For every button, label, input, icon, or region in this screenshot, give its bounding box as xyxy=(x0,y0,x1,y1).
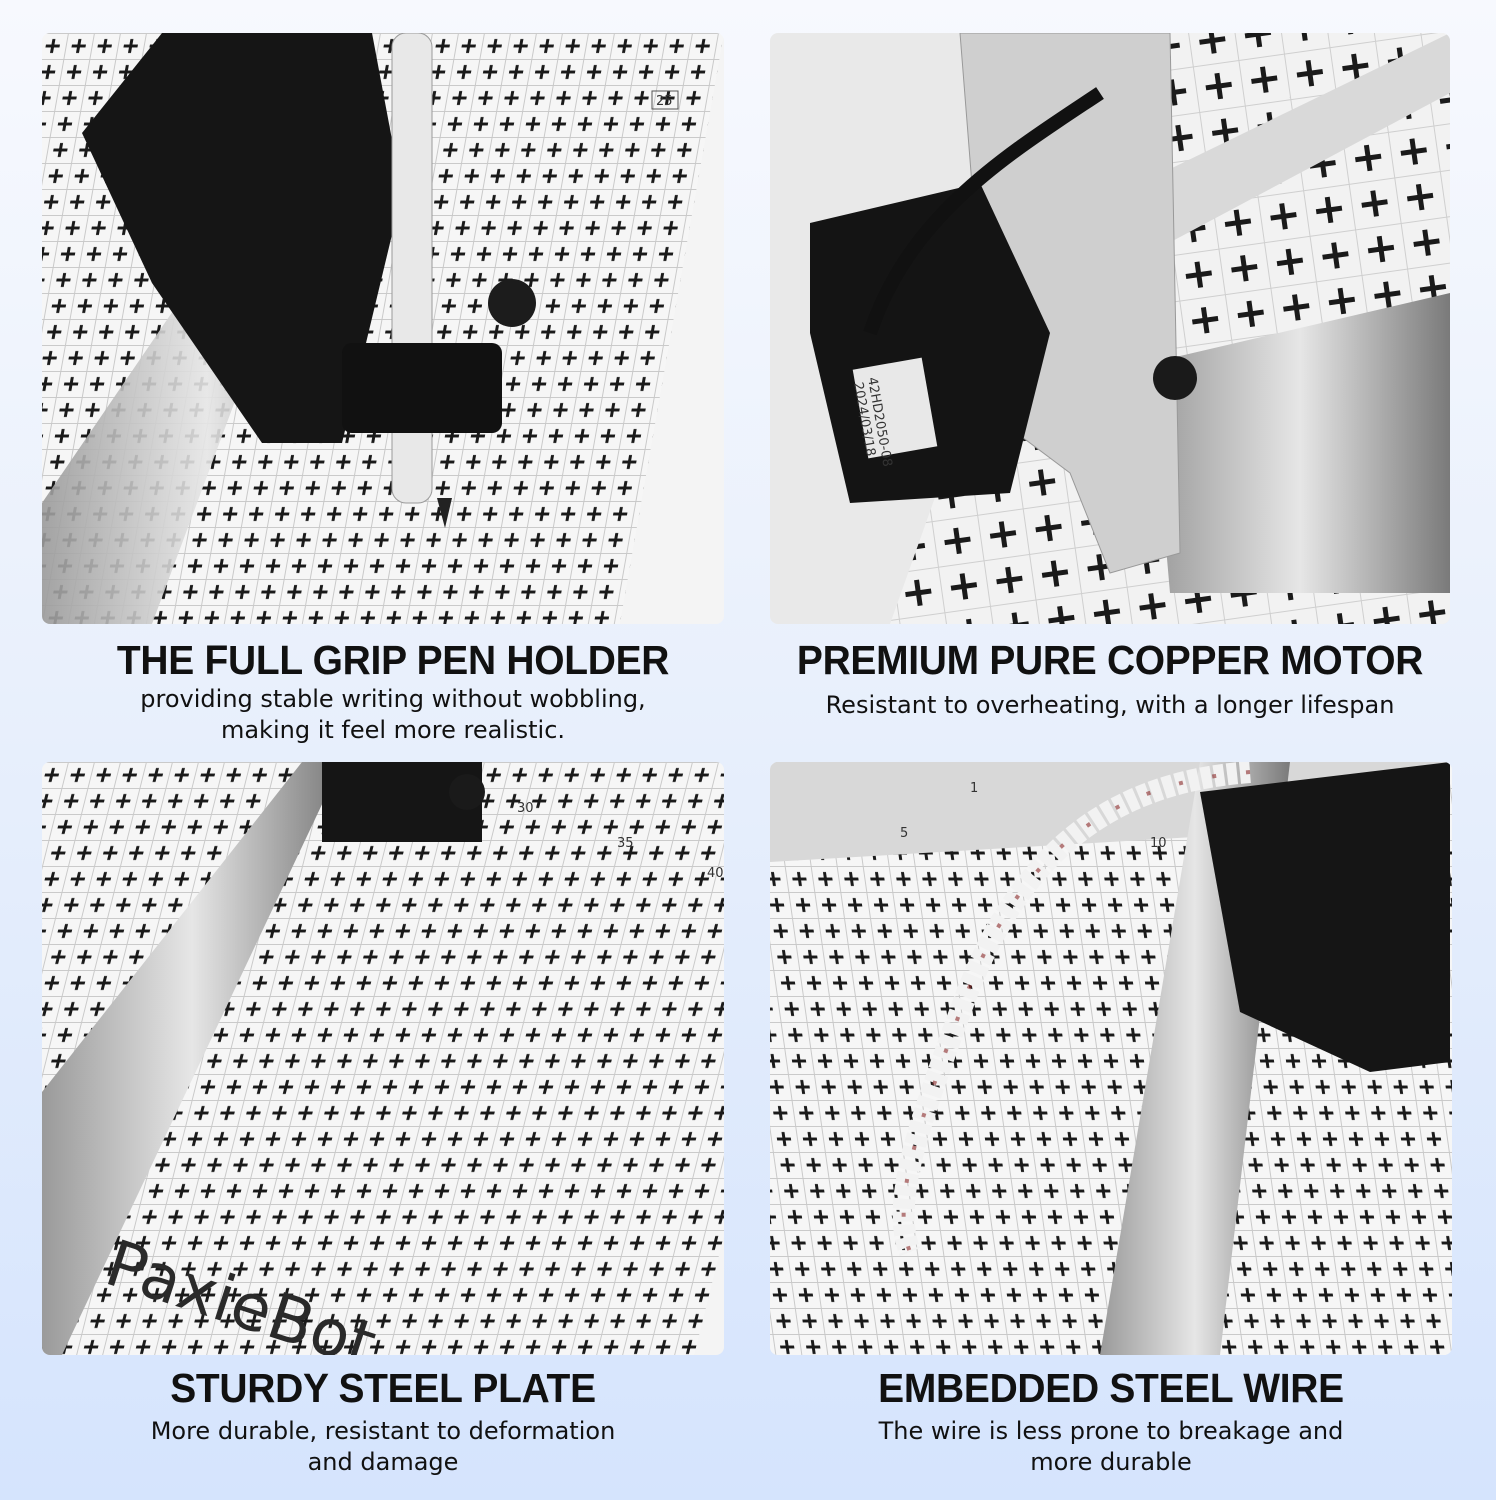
feature-description: More durable, resistant to deformation xyxy=(150,1417,616,1445)
grid-label: 1 xyxy=(970,781,978,796)
feature-description: Resistant to overheating, with a longer … xyxy=(825,691,1395,719)
pen-carriage xyxy=(82,33,402,443)
grid-label: 30 xyxy=(517,801,534,816)
photo-steel-plate: 30 35 40 PaxieBot xyxy=(42,762,724,1355)
feature-description: The wire is less prone to breakage and xyxy=(878,1417,1344,1445)
pen-carriage xyxy=(1200,762,1450,1072)
grid-label: 40 xyxy=(707,866,724,881)
timing-belt xyxy=(863,87,1104,336)
feature-description: and damage xyxy=(307,1448,459,1476)
feature-caption-2: PREMIUM PURE COPPER MOTOR Resistant to o… xyxy=(740,636,1480,721)
feature-description: more durable xyxy=(1030,1448,1192,1476)
feature-title: THE FULL GRIP PEN HOLDER xyxy=(116,637,670,683)
grid-label: 25 xyxy=(656,94,673,109)
aluminum-rail xyxy=(1150,293,1450,593)
feature-title: STURDY STEEL PLATE xyxy=(170,1365,596,1411)
feature-caption-3: STURDY STEEL PLATE More durable, resista… xyxy=(42,1364,724,1478)
feature-description: making it feel more realistic. xyxy=(220,716,566,744)
aluminum-rail xyxy=(42,762,342,1355)
grid-label: 5 xyxy=(900,826,908,841)
grid-label: 10 xyxy=(1150,836,1167,851)
feature-caption-1: THE FULL GRIP PEN HOLDER providing stabl… xyxy=(42,636,744,746)
pen-clamp xyxy=(342,343,502,433)
feature-caption-4: EMBEDDED STEEL WIRE The wire is less pro… xyxy=(770,1364,1452,1478)
feature-description: providing stable writing without wobblin… xyxy=(140,685,646,713)
photo-steel-wire: 1 5 10 xyxy=(770,762,1452,1355)
grid-label: 35 xyxy=(617,836,634,851)
photo-pen-holder: 25 xyxy=(42,33,724,624)
feature-title: EMBEDDED STEEL WIRE xyxy=(878,1365,1344,1411)
clamp-knob xyxy=(488,279,536,327)
photo-copper-motor: 42HD2050-08 2024/03/18 xyxy=(770,33,1450,624)
feature-title: PREMIUM PURE COPPER MOTOR xyxy=(796,637,1424,683)
